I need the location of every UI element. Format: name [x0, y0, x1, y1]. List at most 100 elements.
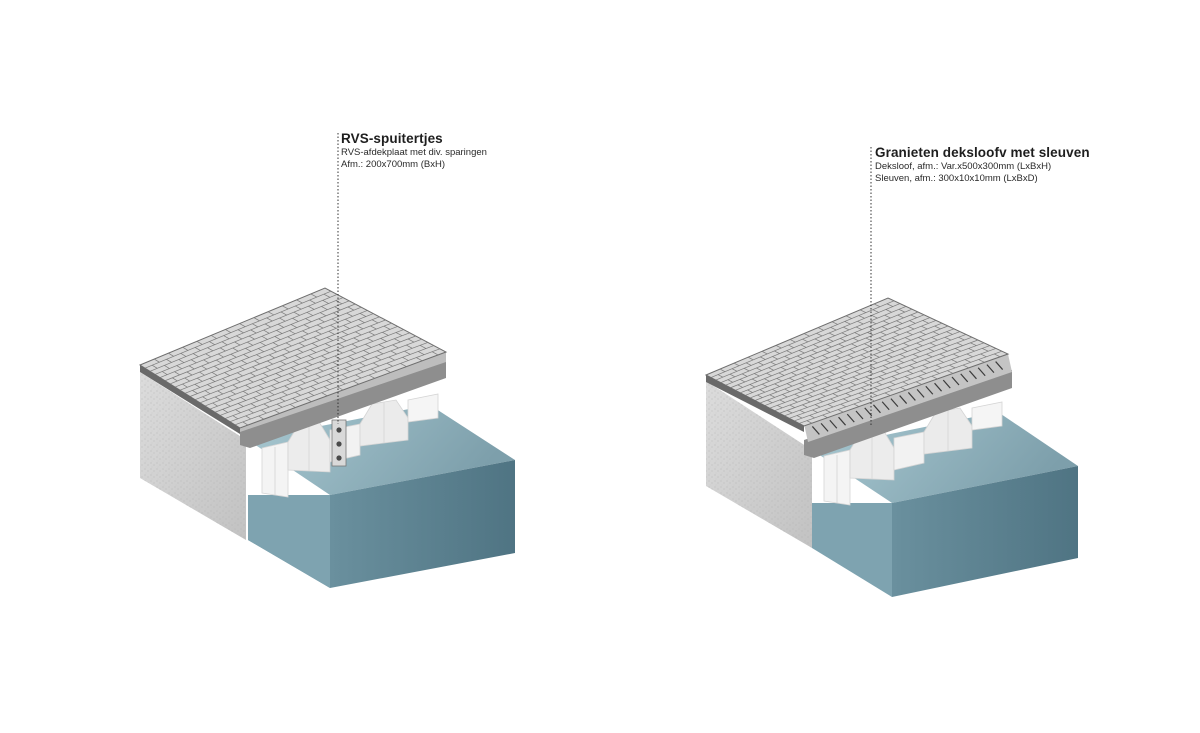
paving-joint — [203, 359, 210, 364]
paving-joint — [928, 348, 935, 352]
paving-joint — [805, 366, 812, 370]
paving-joint — [279, 317, 286, 322]
paving-joint — [209, 341, 215, 345]
paving-joint — [351, 343, 358, 348]
paving-joint — [962, 364, 969, 369]
paving-joint — [280, 311, 287, 316]
paving-joint — [284, 385, 291, 390]
paving-joint — [854, 371, 861, 375]
paving-joint — [920, 370, 927, 374]
paving-joint — [838, 343, 845, 348]
paving-joint — [812, 409, 818, 413]
paving-joint — [843, 326, 850, 331]
paving-joint — [207, 347, 214, 352]
paving-joint — [321, 355, 328, 360]
paving-joint — [321, 306, 328, 310]
paving-joint — [318, 318, 325, 323]
paving-joint — [931, 375, 938, 380]
paving-joint — [954, 348, 962, 352]
paving-joint — [909, 320, 916, 324]
paving-joint — [819, 393, 826, 397]
paving-joint — [801, 377, 808, 381]
paving-joint — [978, 359, 985, 363]
paving-joint — [184, 377, 190, 382]
paving-joint — [315, 373, 322, 378]
paving-joint — [313, 336, 320, 341]
paving-joint — [230, 390, 236, 395]
paving-joint — [921, 325, 928, 330]
paving-joint — [812, 382, 818, 386]
paving-joint — [806, 420, 813, 424]
paving-joint — [261, 409, 267, 414]
paving-joint — [896, 320, 903, 324]
paving-joint — [862, 348, 869, 353]
paving-joint — [295, 355, 302, 359]
paving-joint — [275, 373, 282, 377]
paving-joint — [367, 337, 374, 342]
paving-joint — [192, 353, 199, 358]
paving-joint — [880, 331, 887, 336]
paving-joint — [858, 392, 865, 397]
granite-coping-top — [804, 354, 1012, 442]
paving-joint — [797, 355, 803, 359]
paving-joint — [166, 358, 172, 363]
paving-joint — [747, 356, 754, 361]
paving-joint — [331, 318, 338, 323]
paving-joint — [346, 362, 353, 366]
paving-joint — [337, 386, 344, 391]
paving-joint — [816, 371, 822, 376]
paving-joint — [308, 355, 315, 360]
paving-joint — [357, 368, 364, 373]
paving-joint — [809, 388, 816, 392]
paving-joint — [395, 332, 403, 337]
paving-joint — [285, 342, 292, 347]
paving-joint — [788, 344, 794, 349]
paving-joint — [774, 383, 780, 387]
paving-joint — [782, 394, 788, 398]
paving-joint — [247, 378, 254, 383]
paving-joint — [856, 365, 863, 369]
paving-joint — [924, 359, 931, 363]
paving-joint — [230, 353, 237, 358]
paving-joint — [382, 331, 389, 336]
paving-joint — [900, 387, 907, 391]
paving-joint — [929, 342, 936, 347]
paving-joint — [249, 372, 256, 377]
paving-joint — [814, 377, 820, 381]
paving-joint — [328, 374, 335, 378]
paving-joint — [807, 360, 814, 365]
paving-joint — [250, 329, 257, 334]
paving-joint — [914, 348, 921, 352]
paving-joint — [322, 300, 329, 304]
paving-joint — [743, 368, 750, 372]
annotation-title: Granieten deksloofv met sleuven — [875, 145, 1090, 160]
paving-joint — [282, 354, 288, 359]
paving-joint — [820, 360, 827, 364]
paving-joint — [281, 391, 288, 396]
paving-joint — [418, 351, 425, 355]
paving-joint — [824, 349, 830, 353]
paving-joint — [870, 320, 877, 325]
paving-joint — [309, 299, 316, 304]
paving-joint — [907, 325, 915, 330]
paving-joint — [386, 362, 393, 367]
paving-joint — [809, 415, 815, 419]
paving-joint — [982, 348, 989, 352]
paving-joint — [308, 392, 315, 396]
paving-joint — [296, 299, 303, 304]
paving-joint — [841, 371, 848, 375]
paving-joint — [359, 313, 367, 317]
paving-joint — [872, 309, 879, 313]
paving-joint — [266, 317, 273, 322]
coping-groove — [995, 361, 1004, 370]
paving-joint — [970, 342, 977, 346]
paving-joint — [893, 370, 900, 374]
paving-joint — [174, 371, 180, 376]
paving-joint — [276, 330, 283, 334]
paving-joint — [775, 345, 782, 349]
paving-joint — [192, 390, 198, 394]
paving-joint — [749, 384, 756, 388]
paving-joint — [772, 356, 778, 360]
paving-joint — [845, 393, 852, 397]
paving-joint — [789, 339, 796, 343]
